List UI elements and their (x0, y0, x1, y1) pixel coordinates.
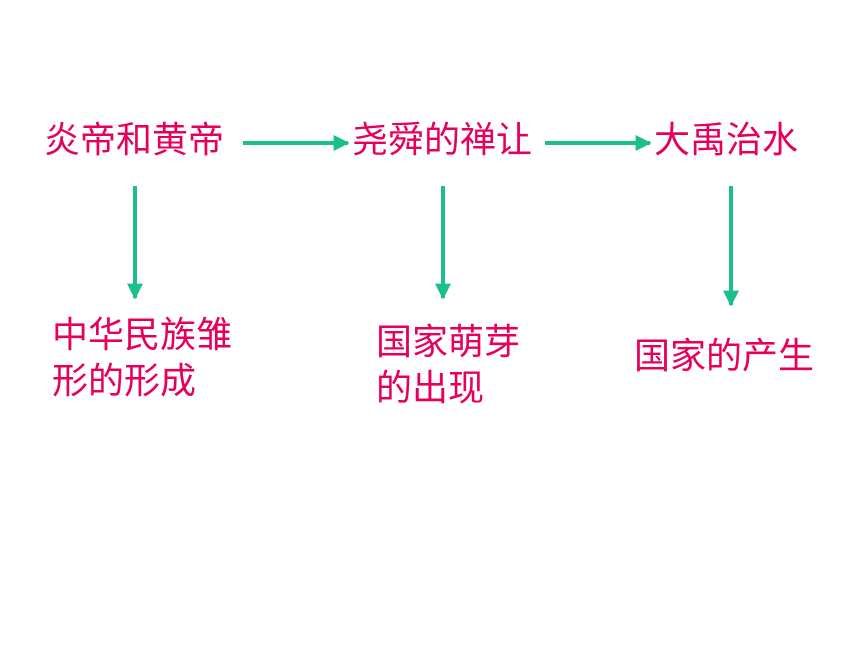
stage-result-2-line-1: 国家萌芽 (376, 322, 521, 363)
stage-result-1-line-2: 形的形成 (52, 361, 197, 402)
stage-title-1: 炎帝和黄帝 (44, 120, 225, 161)
stage-title-3: 大禹治水 (654, 120, 799, 161)
stage-result-2: 国家萌芽 的出现 (376, 320, 520, 412)
stage-result-2-line-2: 的出现 (376, 368, 485, 409)
stage-title-2: 尧舜的禅让 (352, 120, 533, 161)
stage-result-3-line-1: 国家的产生 (634, 336, 815, 377)
stage-result-1: 中华民族雏 形的形成 (52, 313, 232, 405)
stage-result-1-line-1: 中华民族雏 (52, 315, 233, 356)
stage-result-3: 国家的产生 (634, 334, 814, 380)
